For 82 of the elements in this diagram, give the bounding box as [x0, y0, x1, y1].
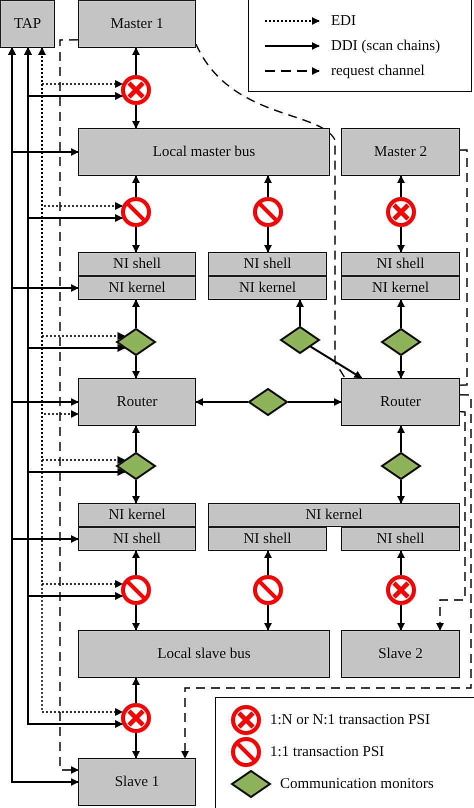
legend-text: request channel [331, 62, 425, 80]
arrow [397, 605, 405, 631]
component-box [78, 128, 330, 176]
box-label: NI shell [113, 256, 161, 272]
box-label: Router [116, 394, 158, 410]
component-box [78, 276, 196, 300]
arrow [132, 356, 140, 379]
legend-text: DDI (scan chains) [331, 38, 440, 54]
box-label: NI shell [244, 530, 292, 548]
legend-text: Communication monitors [280, 776, 434, 792]
legend-text: 1:N or N:1 transaction PSI [270, 712, 430, 728]
component-box [341, 252, 460, 276]
arrow [397, 356, 405, 379]
arrow [264, 227, 272, 253]
arrow [264, 550, 272, 575]
box-label: NI shell [244, 256, 292, 272]
component-box [341, 128, 460, 176]
box-label: NI kernel [108, 506, 166, 524]
dashed-line [195, 44, 346, 378]
component-box [341, 276, 460, 300]
box-label: NI shell [376, 530, 424, 548]
arrow [132, 425, 140, 452]
box-label: NI shell [376, 256, 424, 272]
box-label: Local slave bus [157, 646, 251, 662]
box-label: Slave 1 [114, 774, 160, 790]
component-box [208, 503, 460, 527]
component-box [341, 630, 460, 678]
legend-text: EDI [331, 12, 356, 30]
box-label: NI kernel [238, 280, 296, 296]
component-box [208, 527, 327, 551]
arrow [132, 677, 140, 703]
arrow [132, 175, 140, 197]
box-label: Router [380, 394, 421, 410]
arrow [132, 605, 140, 631]
arrow [24, 47, 124, 728]
dashed-arrow [436, 410, 466, 631]
component-box [78, 527, 196, 551]
box-label: NI shell [113, 530, 161, 548]
component-box [78, 630, 330, 678]
arrow [132, 299, 140, 328]
arrow [132, 47, 140, 75]
arrow [397, 480, 405, 504]
arrow [288, 398, 342, 406]
box-label: Slave 2 [378, 646, 423, 662]
component-box [208, 252, 327, 276]
box-label: NI kernel [372, 280, 430, 296]
dashed-line [460, 149, 468, 386]
legend-text: 1:1 transaction PSI [270, 744, 384, 760]
arrow [397, 550, 405, 575]
component-box [78, 503, 196, 527]
arrow [132, 480, 140, 504]
arrow [132, 105, 140, 129]
component-box [341, 527, 460, 551]
arrow [8, 47, 79, 786]
component-box [208, 276, 327, 300]
box-label: Master 1 [110, 16, 164, 32]
arrow [132, 733, 140, 759]
arrow [397, 227, 405, 253]
dashed-arrow [59, 39, 79, 774]
dotted-arrow [38, 47, 126, 464]
arrow [195, 398, 248, 406]
component-box [78, 758, 196, 806]
arrow [132, 550, 140, 575]
component-box [341, 378, 460, 426]
dashed-arrow [181, 394, 472, 759]
box-label: NI kernel [305, 506, 363, 524]
arrow [264, 175, 272, 197]
arrow [264, 605, 272, 631]
component-box [78, 252, 196, 276]
arrow [296, 299, 304, 326]
box-label: Local master bus [152, 144, 256, 160]
arrow [397, 425, 405, 452]
component-box [0, 0, 55, 48]
box-label: NI kernel [108, 280, 166, 296]
component-box [78, 378, 196, 426]
component-box [78, 0, 196, 48]
arrow [310, 346, 362, 379]
arrow [132, 227, 140, 253]
arrow [397, 175, 405, 197]
box-label: Master 2 [374, 144, 427, 160]
arrow [397, 299, 405, 328]
box-label: TAP [14, 16, 42, 32]
